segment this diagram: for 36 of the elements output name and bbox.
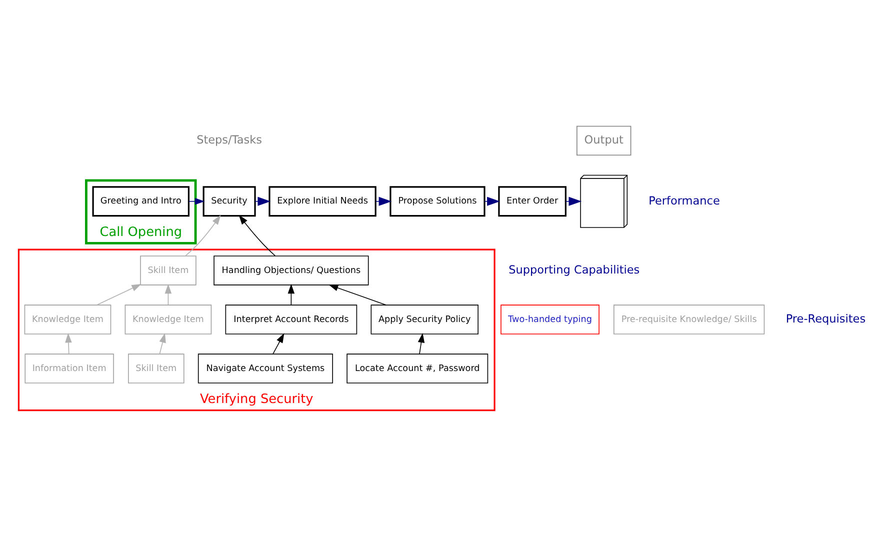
node-box: Handling Objections/ Questions	[214, 255, 369, 285]
arrow	[272, 332, 284, 354]
arrow	[565, 196, 582, 206]
node-box: Locate Account #, Password	[346, 353, 488, 383]
node-box: Pre-requisite Knowledge/ Skills	[614, 304, 765, 334]
node-box: Navigate Account Systems	[198, 353, 333, 383]
arrow	[418, 332, 425, 354]
arrow	[484, 196, 500, 206]
label: Steps/Tasks	[196, 133, 262, 146]
node-box: Two-handed typing	[500, 304, 600, 334]
node-box: Propose Solutions	[390, 186, 486, 216]
arrow	[188, 197, 205, 204]
arrow	[164, 283, 172, 305]
node-box: Skill Item	[128, 353, 184, 383]
node-box: Explore Initial Needs	[268, 186, 376, 216]
node-box: Knowledge Item	[124, 304, 212, 334]
node-box: Skill Item	[140, 255, 196, 285]
arrow	[328, 284, 386, 305]
arrow	[375, 196, 392, 206]
node-box: Greeting and Intro	[92, 186, 190, 216]
node-box: Knowledge Item	[24, 304, 112, 334]
label: Performance	[648, 194, 720, 207]
arrow	[238, 214, 276, 256]
node-box: Security	[202, 186, 256, 216]
node-box: Information Item	[24, 353, 114, 383]
arrow	[254, 196, 271, 206]
arrow	[96, 283, 142, 305]
arrow	[159, 332, 166, 354]
node-box: Enter Order	[498, 186, 566, 216]
label: Output	[584, 133, 624, 146]
node-box: Interpret Account Records	[225, 304, 358, 334]
arrow	[65, 332, 72, 354]
label: Supporting Capabilities	[508, 262, 640, 276]
node-box: Apply Security Policy	[370, 304, 478, 334]
arrow	[288, 283, 295, 305]
label: Pre-Requisites	[786, 312, 866, 325]
